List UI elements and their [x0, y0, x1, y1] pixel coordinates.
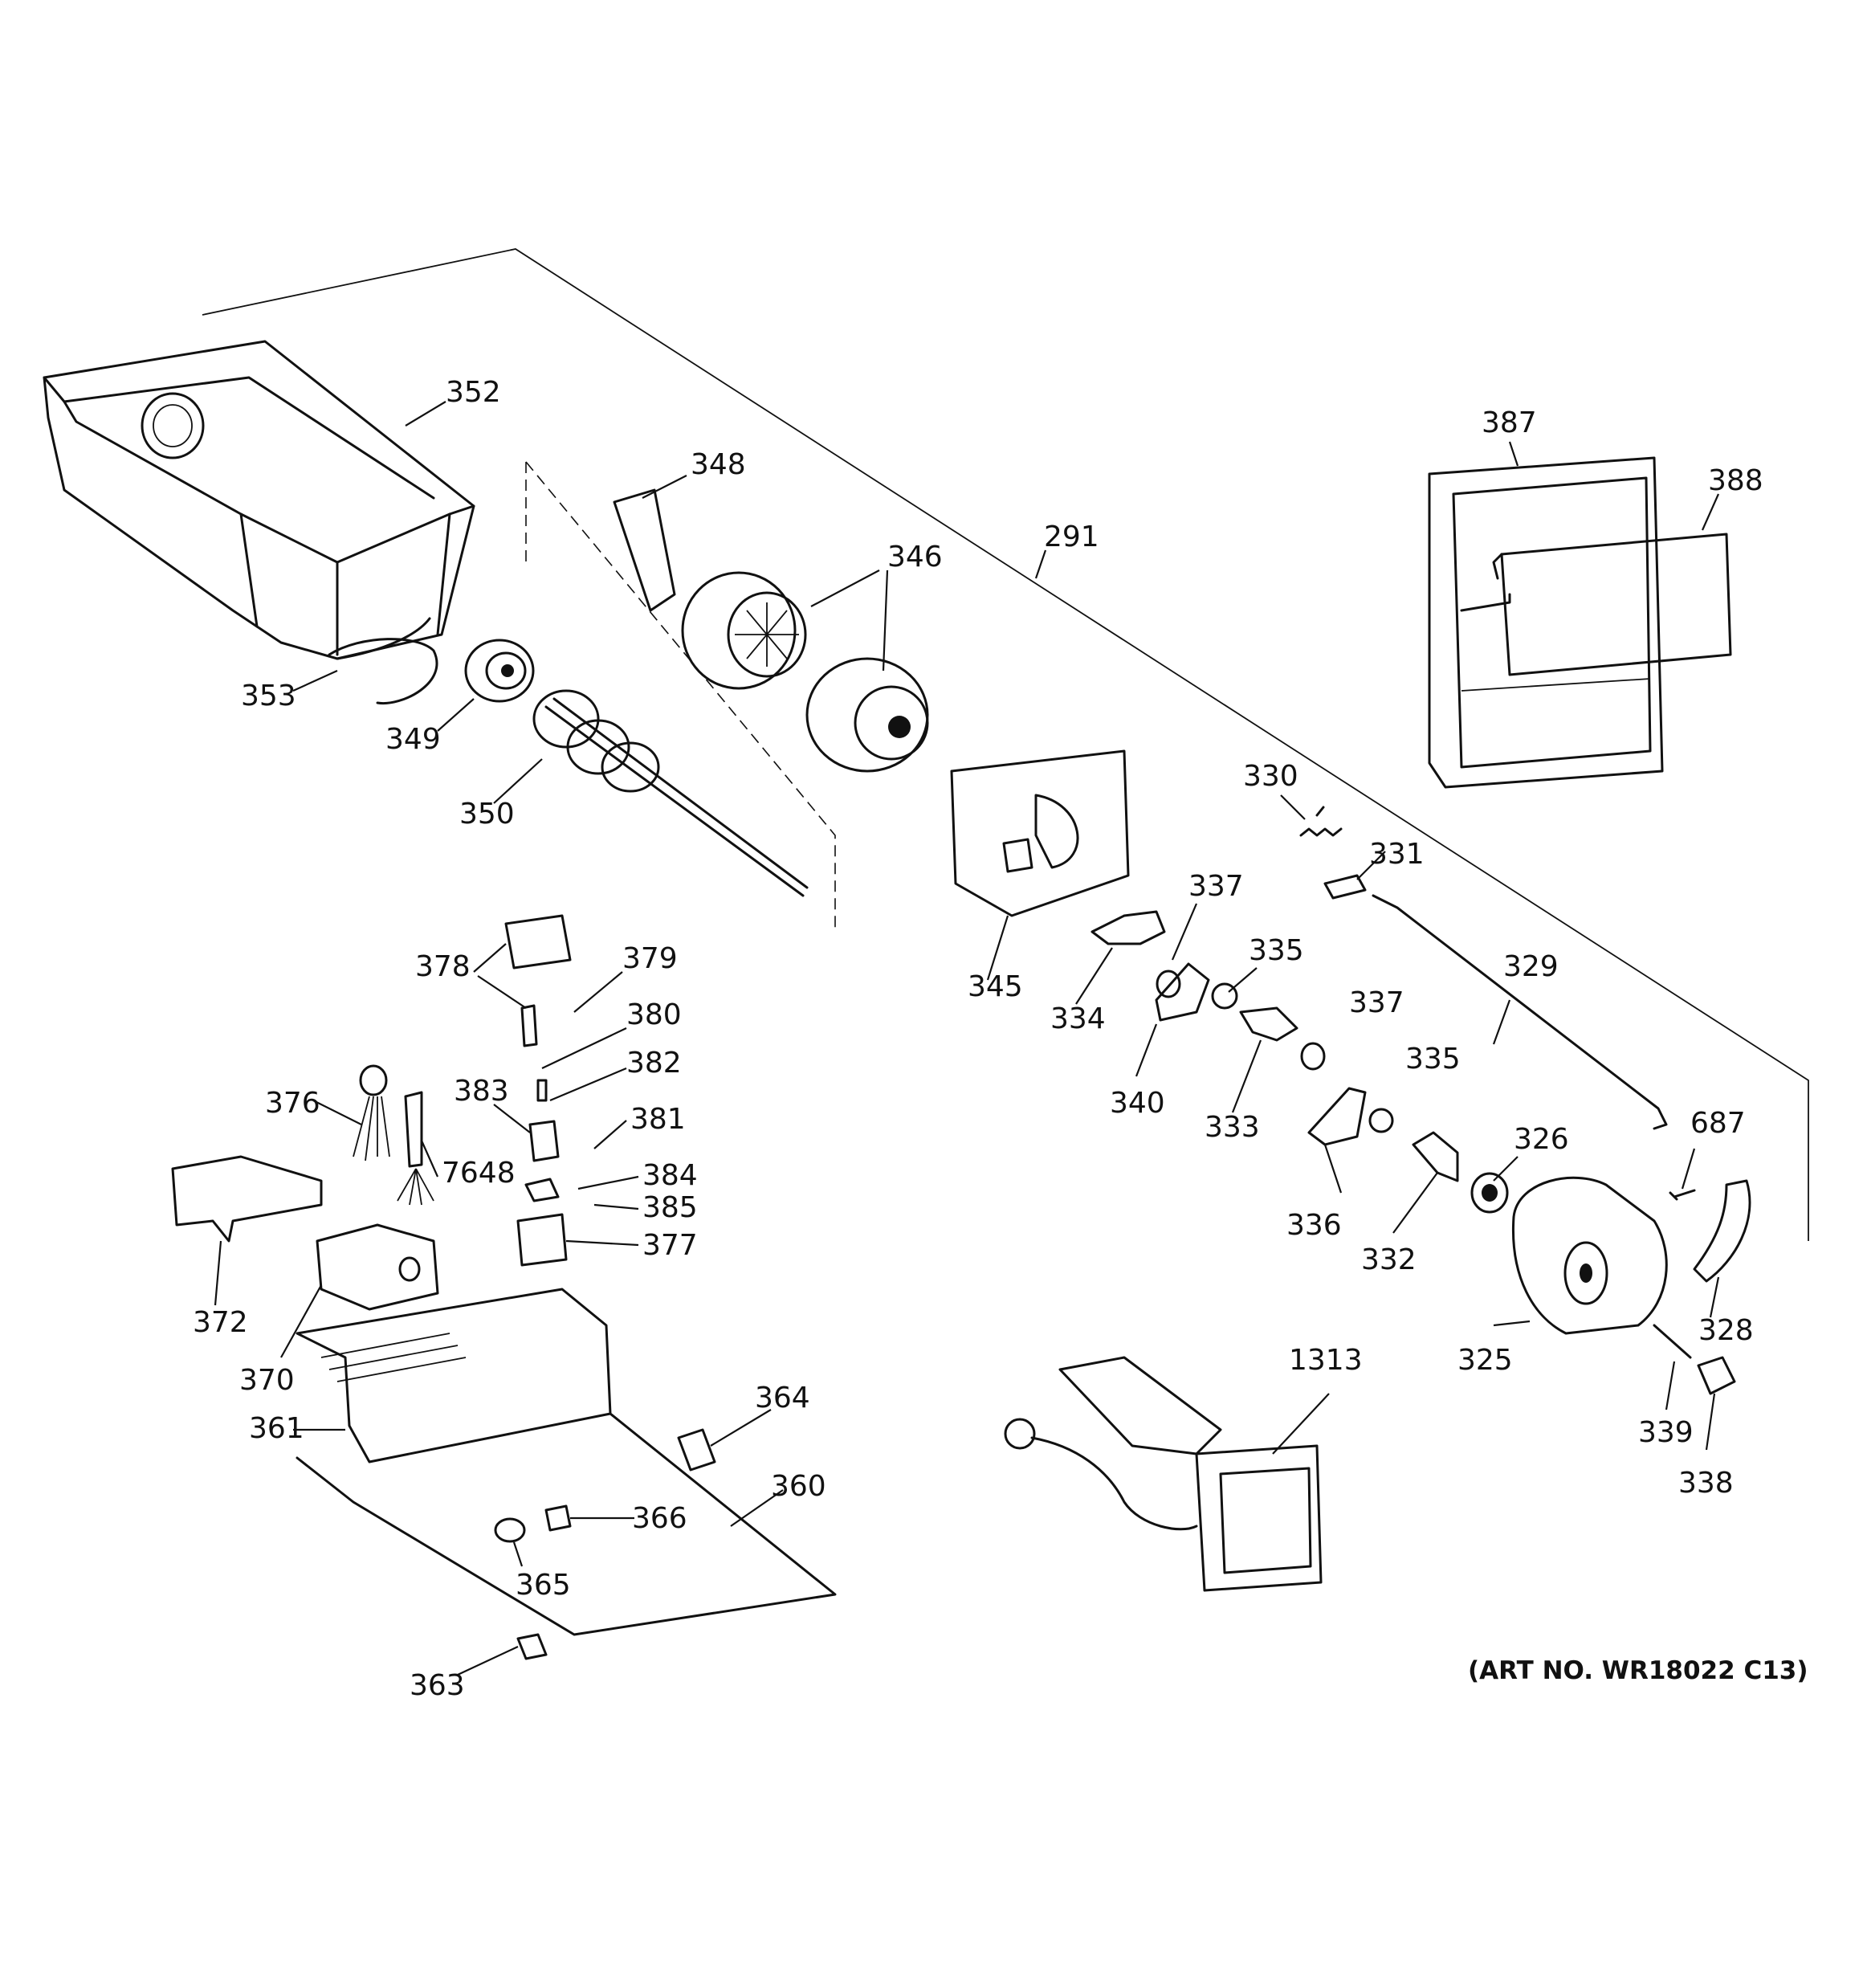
- actuator-rod: [1372, 894, 1668, 1130]
- pin-339: [1653, 1324, 1692, 1359]
- callout-385: 385: [642, 1191, 698, 1224]
- callout-365: 365: [516, 1569, 571, 1602]
- bushing: [464, 639, 535, 703]
- callout-7648: 7648: [442, 1157, 516, 1190]
- solenoid-assembly: [504, 914, 572, 1267]
- auger-housing-outline: [525, 461, 836, 932]
- crusher-blade: [613, 488, 676, 612]
- callout-372: 372: [193, 1306, 248, 1339]
- bearing-326: [1470, 1172, 1509, 1214]
- art-number: (ART NO. WR18022 C13): [1468, 1656, 1808, 1685]
- callout-381: 381: [630, 1103, 686, 1136]
- callout-330: 330: [1243, 760, 1298, 793]
- callout-332: 332: [1361, 1243, 1417, 1276]
- clip-366: [544, 1504, 572, 1532]
- leader-lines: [214, 401, 1720, 1676]
- callout-331: 331: [1369, 838, 1425, 871]
- callout-387: 387: [1482, 406, 1537, 439]
- callout-1313: 1313: [1289, 1344, 1363, 1377]
- lever-340: [1155, 962, 1210, 1022]
- auger: [532, 689, 809, 897]
- screw-687: [1669, 1189, 1696, 1201]
- callout-339: 339: [1638, 1416, 1694, 1449]
- callout-388: 388: [1708, 464, 1763, 497]
- wire-harness: [353, 1064, 434, 1206]
- ice-maker: [1004, 1356, 1323, 1592]
- callout-382: 382: [626, 1047, 682, 1080]
- callout-326: 326: [1514, 1123, 1569, 1156]
- callout-340: 340: [1110, 1087, 1165, 1120]
- callout-376: 376: [265, 1087, 320, 1120]
- drive-motor: [316, 1223, 439, 1311]
- callout-345: 345: [968, 970, 1023, 1003]
- callout-384: 384: [642, 1159, 698, 1192]
- spring-330: [1299, 806, 1343, 837]
- clip-363: [516, 1633, 548, 1660]
- callout-377: 377: [642, 1229, 698, 1262]
- callout-352: 352: [446, 376, 501, 409]
- cover-328: [1693, 1179, 1751, 1283]
- callout-335b: 335: [1405, 1043, 1461, 1076]
- callout-360: 360: [771, 1470, 826, 1503]
- dispenser-door-flap: [1492, 533, 1732, 676]
- callout-366: 366: [632, 1502, 687, 1535]
- motor-shield: [171, 1155, 323, 1243]
- callout-379: 379: [622, 942, 678, 975]
- callout-378: 378: [415, 950, 471, 983]
- assembly-bracket-291: [202, 248, 1809, 1241]
- mounting-plate: [950, 749, 1130, 917]
- callout-361: 361: [249, 1412, 304, 1445]
- callout-325: 325: [1457, 1344, 1513, 1377]
- callout-328: 328: [1698, 1314, 1754, 1347]
- clip-331: [1323, 874, 1367, 900]
- callout-364: 364: [755, 1382, 810, 1414]
- callout-380: 380: [626, 998, 682, 1031]
- callout-334: 334: [1050, 1002, 1106, 1035]
- callout-338: 338: [1678, 1467, 1734, 1500]
- callout-335: 335: [1249, 934, 1304, 967]
- lever-336: [1307, 1087, 1367, 1146]
- callout-370: 370: [239, 1364, 295, 1397]
- terminal-364: [677, 1428, 716, 1472]
- ice-bucket: [43, 340, 475, 660]
- auger-motor-housing: [1511, 1176, 1668, 1335]
- bucket-retainer-wire: [328, 638, 438, 705]
- callout-353: 353: [241, 680, 296, 712]
- motor-mount: [296, 1288, 612, 1463]
- callout-336: 336: [1286, 1209, 1342, 1242]
- dispenser-door-frame: [1428, 456, 1664, 789]
- lever-334: [1090, 910, 1166, 945]
- clip-338: [1697, 1356, 1736, 1395]
- callout-349: 349: [385, 723, 441, 756]
- callout-labels: 352 348 346 291 387 388 353 349 350 330 …: [193, 376, 1763, 1702]
- callout-291: 291: [1044, 520, 1099, 553]
- lever-333: [1239, 1006, 1298, 1042]
- base-plate: [296, 1412, 837, 1636]
- callout-383: 383: [454, 1075, 509, 1108]
- callout-329: 329: [1503, 950, 1559, 983]
- callout-363: 363: [410, 1669, 465, 1702]
- ice-crusher-cups: [681, 571, 929, 773]
- callout-337b: 337: [1349, 986, 1404, 1019]
- grommet-365: [494, 1517, 526, 1543]
- callout-337: 337: [1188, 870, 1244, 903]
- callout-348: 348: [691, 448, 746, 481]
- lever-332: [1412, 1131, 1459, 1182]
- springs-washers: [1156, 970, 1394, 1133]
- callout-346: 346: [887, 541, 943, 574]
- callout-687: 687: [1690, 1107, 1746, 1140]
- callout-333: 333: [1205, 1111, 1260, 1144]
- callout-350: 350: [459, 798, 515, 831]
